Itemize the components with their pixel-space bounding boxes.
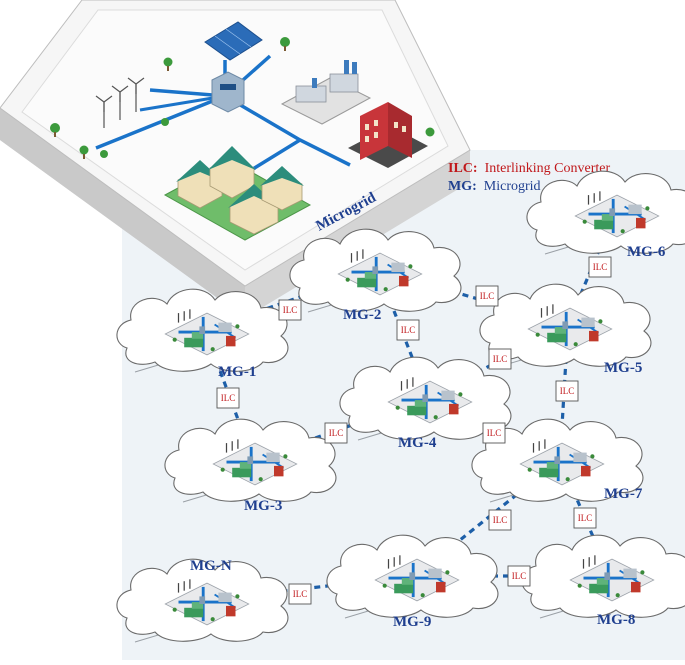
ilc-box-mg2-mg4: ILC (396, 319, 420, 341)
cloud-mg4 (339, 356, 512, 441)
ilc-label: ILC (293, 589, 308, 599)
legend-ilc-text: Interlinking Converter (485, 161, 611, 176)
ilc-label: ILC (578, 513, 593, 523)
ilc-label: ILC (487, 428, 502, 438)
ilc-label: ILC (493, 354, 508, 364)
ilc-label: ILC (401, 325, 416, 335)
legend-ilc-key: ILC: (448, 161, 478, 176)
ilc-box-mgn-mg9: ILC (288, 583, 312, 605)
node-label-mg6: MG-6 (627, 244, 666, 260)
legend: ILC: Interlinking Converter MG: Microgri… (448, 159, 610, 194)
node-label-mg2: MG-2 (343, 307, 381, 323)
ilc-box-mg4-mg5: ILC (488, 348, 512, 370)
ilc-label: ILC (283, 305, 298, 315)
ilc-label: ILC (329, 428, 344, 438)
node-label-mg7: MG-7 (604, 486, 643, 502)
node-label-mg4: MG-4 (398, 435, 437, 451)
ilc-label: ILC (560, 386, 575, 396)
cloud-mg8 (521, 534, 685, 619)
ilc-box-mg7-mg9: ILC (488, 509, 512, 531)
cloud-mg7 (471, 418, 644, 503)
node-label-mg1: MG-1 (218, 364, 256, 380)
ilc-converters: ILC ILC ILC ILC ILC ILC ILC ILC ILC ILC ILC ILC ILC (216, 256, 612, 605)
legend-mg-key: MG: (448, 179, 477, 194)
ilc-box-mg7-mg8: ILC (573, 507, 597, 529)
node-label-mgn: MG-N (190, 558, 232, 574)
ilc-box-mg4-mg7: ILC (482, 422, 506, 444)
ilc-label: ILC (512, 571, 527, 581)
legend-mg-text: Microgrid (484, 179, 541, 194)
cloud-mg2 (289, 228, 462, 313)
microgrid-illustration: Microgrid (0, 0, 471, 318)
ilc-box-mg9-mg8: ILC (507, 565, 531, 587)
cloud-mg9 (326, 534, 499, 619)
cloud-mg1 (116, 288, 289, 373)
ilc-box-mg3-mg4: ILC (324, 422, 348, 444)
node-label-mg3: MG-3 (244, 498, 282, 514)
ilc-box-mg2-mg5: ILC (475, 285, 499, 307)
cloud-mgn (116, 558, 289, 643)
ilc-label: ILC (493, 515, 508, 525)
cloud-mg6 (526, 170, 685, 255)
legend-mg: MG: Microgrid (448, 177, 541, 194)
ilc-label: ILC (221, 393, 236, 403)
ilc-box-mg1-mg3: ILC (216, 387, 240, 409)
ilc-label: ILC (593, 262, 608, 272)
ilc-box-mg5-mg6: ILC (588, 256, 612, 278)
node-label-mg5: MG-5 (604, 360, 642, 376)
node-label-mg9: MG-9 (393, 614, 431, 630)
ilc-box-mg1-mg2: ILC (278, 299, 302, 321)
legend-ilc: ILC: Interlinking Converter (448, 159, 610, 176)
ilc-label: ILC (480, 291, 495, 301)
microgrid-nodes (116, 170, 685, 643)
ilc-box-mg5-mg7: ILC (555, 380, 579, 402)
node-labels: MG-1 MG-2 MG-3 MG-4 MG-5 MG-6 MG-7 MG-8 … (190, 244, 666, 630)
node-label-mg8: MG-8 (597, 612, 635, 628)
cloud-mg3 (164, 418, 337, 503)
